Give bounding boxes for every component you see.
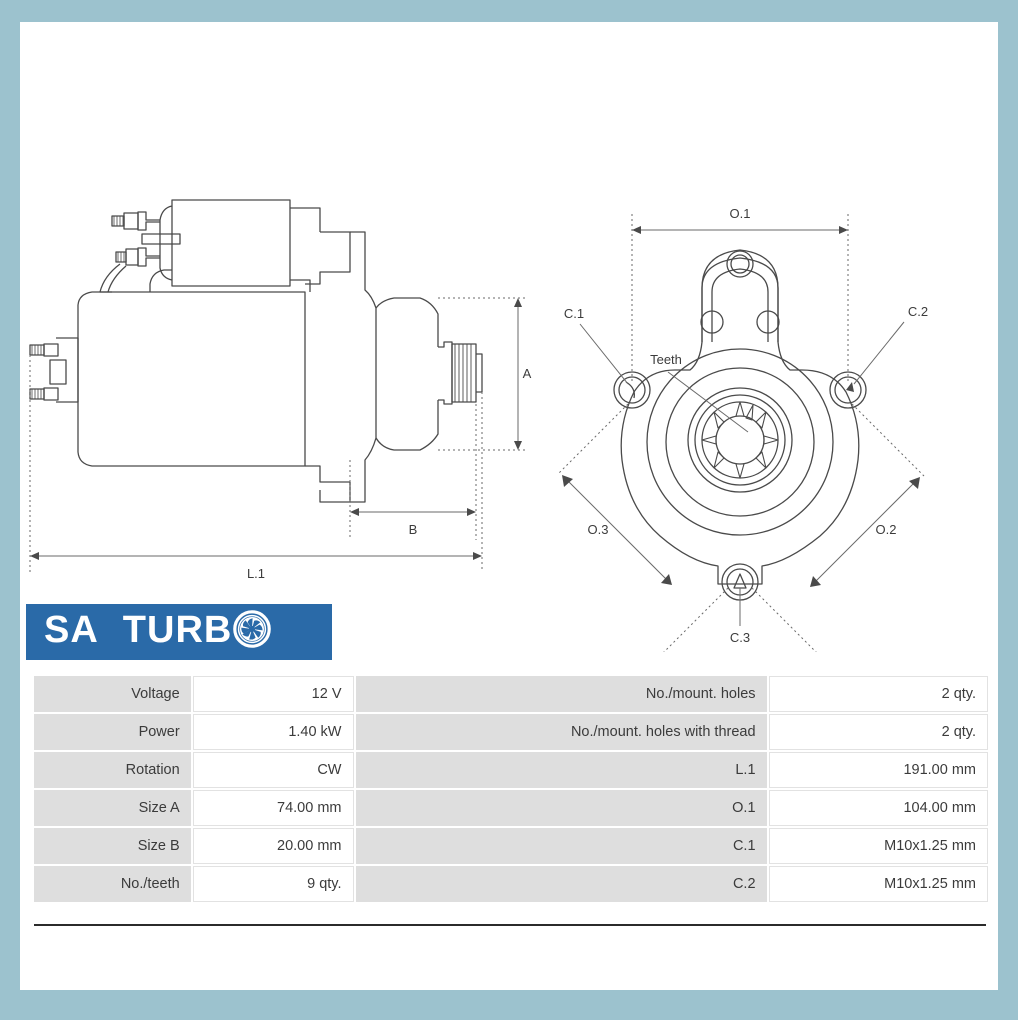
footer-divider-rule [34, 924, 986, 926]
technical-drawings-area: A B L.1 [20, 22, 998, 652]
spec-label-mount-holes-thread: No./mount. holes with thread [355, 714, 767, 750]
specification-table-body: Voltage 12 V No./mount. holes 2 qty. Pow… [34, 676, 988, 902]
spec-value-mount-holes-thread: 2 qty. [768, 714, 988, 750]
spec-value-teeth: 9 qty. [192, 866, 354, 902]
spec-label-l1: L.1 [355, 752, 767, 788]
starter-motor-end-view: O.1 O.3 O.2 C.1 [557, 206, 928, 652]
dimension-label-O3: O.3 [588, 522, 609, 537]
spec-value-c2: M10x1.25 mm [768, 866, 988, 902]
logo-wordmark: SA TURB [44, 608, 272, 655]
spec-label-c2: C.2 [355, 866, 767, 902]
spec-value-rotation: CW [192, 752, 354, 788]
table-row: No./teeth 9 qty. C.2 M10x1.25 mm [34, 866, 988, 902]
dimension-label-C3: C.3 [730, 630, 750, 645]
logo-text-turb: TURB [122, 608, 233, 651]
dimension-label-B: B [409, 522, 418, 537]
dimension-label-A: A [523, 366, 532, 381]
turbine-wheel-icon [233, 609, 272, 655]
dimension-label-O1: O.1 [730, 206, 751, 221]
spec-label-o1: O.1 [355, 790, 767, 826]
spec-label-rotation: Rotation [34, 752, 191, 788]
table-row: Voltage 12 V No./mount. holes 2 qty. [34, 676, 988, 712]
table-row: Rotation CW L.1 191.00 mm [34, 752, 988, 788]
spec-value-power: 1.40 kW [192, 714, 354, 750]
annotation-label-teeth: Teeth [650, 352, 682, 367]
spec-value-l1: 191.00 mm [768, 752, 988, 788]
spec-label-c1: C.1 [355, 828, 767, 864]
spec-label-mount-holes: No./mount. holes [355, 676, 767, 712]
sa-turbo-logo: SA TURB [26, 604, 332, 660]
spec-label-size-b: Size B [34, 828, 191, 864]
spec-value-size-b: 20.00 mm [192, 828, 354, 864]
spec-value-c1: M10x1.25 mm [768, 828, 988, 864]
dimension-label-C1: C.1 [564, 306, 584, 321]
table-row: Power 1.40 kW No./mount. holes with thre… [34, 714, 988, 750]
logo-text-sa: SA [44, 608, 99, 651]
spec-label-teeth: No./teeth [34, 866, 191, 902]
spec-value-o1: 104.00 mm [768, 790, 988, 826]
spec-label-size-a: Size A [34, 790, 191, 826]
spec-value-mount-holes: 2 qty. [768, 676, 988, 712]
dimension-label-O2: O.2 [876, 522, 897, 537]
spec-sheet-page: A B L.1 [20, 22, 998, 990]
spec-label-voltage: Voltage [34, 676, 191, 712]
spec-value-size-a: 74.00 mm [192, 790, 354, 826]
table-row: Size A 74.00 mm O.1 104.00 mm [34, 790, 988, 826]
spec-value-voltage: 12 V [192, 676, 354, 712]
dimension-label-C2: C.2 [908, 304, 928, 319]
starter-motor-side-view: A B L.1 [29, 199, 532, 581]
spec-label-power: Power [34, 714, 191, 750]
dimension-label-L1: L.1 [247, 566, 265, 581]
specification-table: Voltage 12 V No./mount. holes 2 qty. Pow… [32, 674, 990, 904]
table-row: Size B 20.00 mm C.1 M10x1.25 mm [34, 828, 988, 864]
